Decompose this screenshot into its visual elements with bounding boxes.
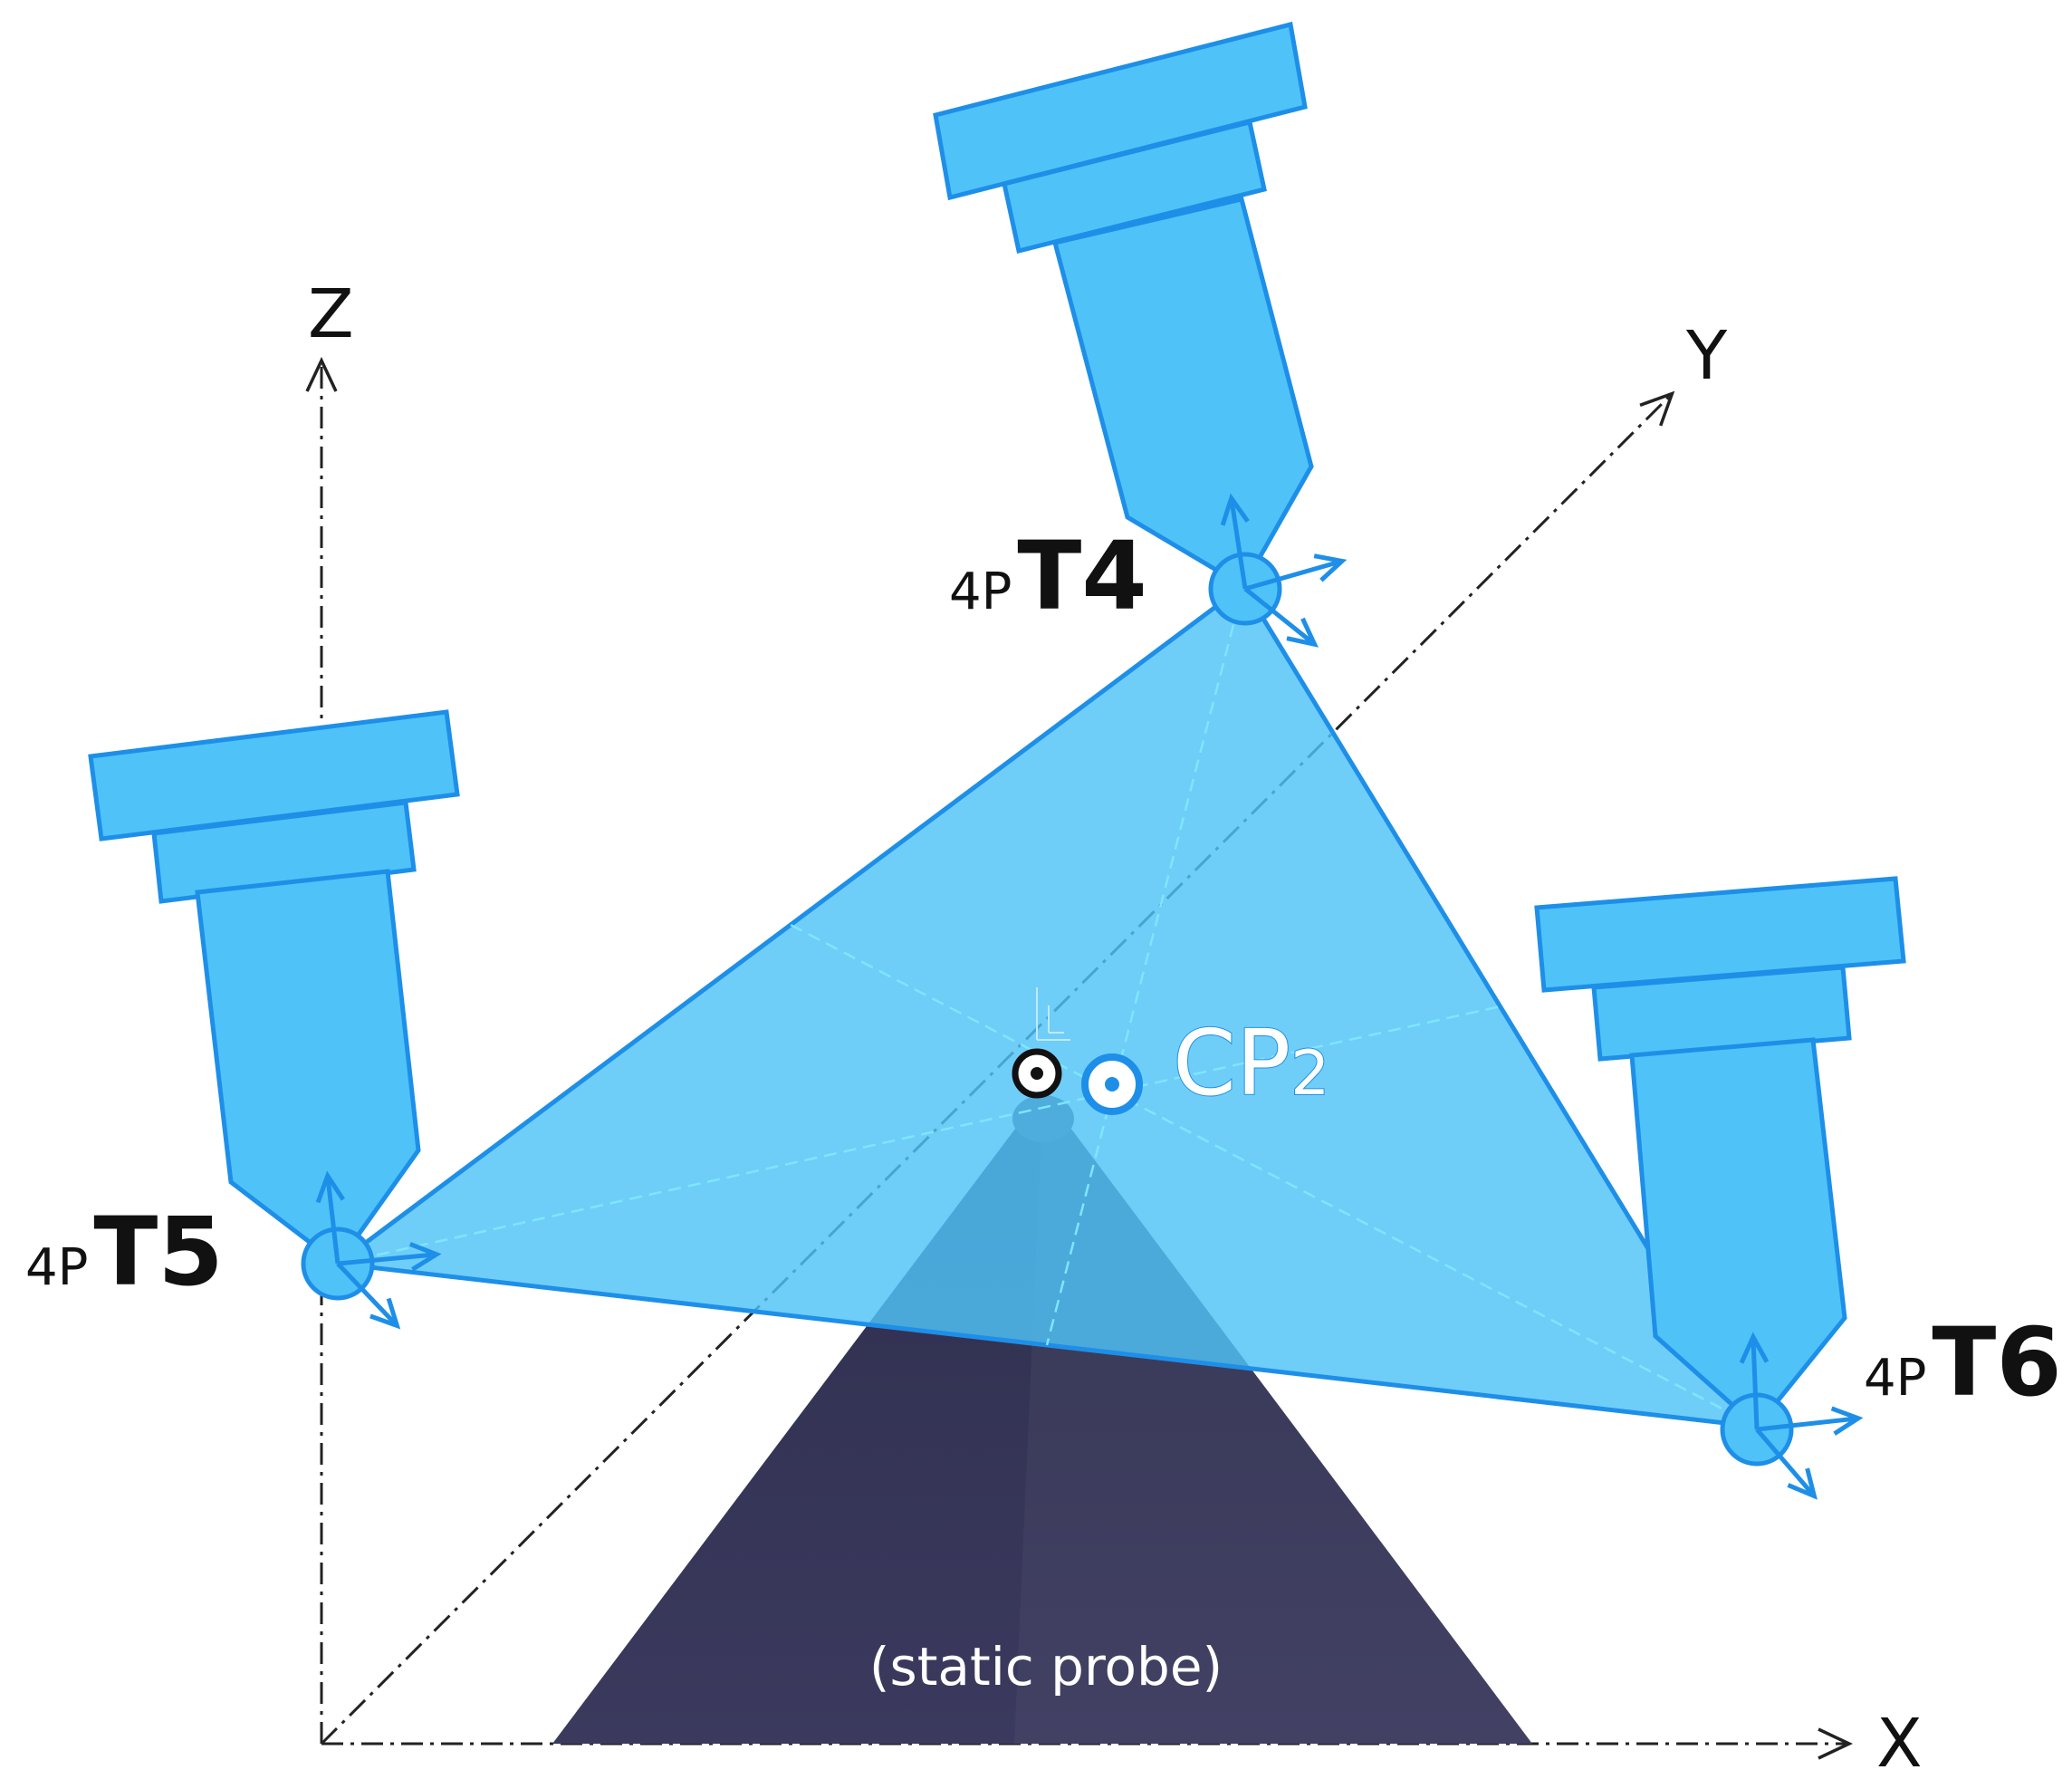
tool-t6-label: 4PT6 xyxy=(1864,1307,2062,1418)
cp2-label: CP2 xyxy=(1173,1010,1329,1116)
contact-point: CP2 xyxy=(1012,987,1330,1117)
tool-t4: 4PT4 xyxy=(933,21,1348,648)
tool-t5-frame-z xyxy=(315,1170,345,1265)
tool-t4-name: T4 xyxy=(1017,521,1146,631)
y-axis-label: Y xyxy=(1685,317,1728,395)
tool-t6-prefix: 4P xyxy=(1864,1349,1926,1408)
median-t6 xyxy=(790,923,1758,1428)
tool-t6-flange xyxy=(1534,876,1906,993)
tool-t4-collar xyxy=(1002,119,1267,255)
cp2-marker xyxy=(1081,1053,1143,1115)
tool-t5-name: T5 xyxy=(93,1197,223,1307)
tool-t5-label: 4PT5 xyxy=(25,1197,224,1307)
tool-t4-prefix: 4P xyxy=(949,563,1012,621)
tool-t4-label: 4PT4 xyxy=(949,521,1147,631)
tool-t4-frame-y xyxy=(1243,587,1319,648)
median-t4 xyxy=(1045,585,1245,1346)
tool-t6-collar xyxy=(1591,965,1852,1062)
cp2-label-main: CP xyxy=(1173,1010,1290,1116)
z-axis-label: Z xyxy=(308,275,354,353)
tool-t4-frame-z xyxy=(1220,493,1250,590)
tool-t6-name: T6 xyxy=(1932,1307,2061,1418)
small-frame-glyph xyxy=(1036,987,1070,1041)
tool-t5-prefix: 4P xyxy=(25,1238,88,1297)
tool-t4-flange xyxy=(933,21,1308,201)
calibration-plane xyxy=(331,582,1761,1430)
tool-t6-frame-z xyxy=(1739,1332,1770,1430)
tool-t6-frame-y xyxy=(1755,1428,1818,1500)
tool-t5-body xyxy=(195,869,421,1267)
probe-label: (static probe) xyxy=(869,1636,1223,1698)
probe-body xyxy=(552,1092,1532,1744)
plane-triangle xyxy=(331,582,1761,1430)
tool-t6-body xyxy=(1629,1037,1847,1430)
tool-t5: 4PT5 xyxy=(25,709,460,1330)
cp2-label-sub: 2 xyxy=(1290,1038,1329,1110)
tool-t5-flange xyxy=(88,709,460,842)
tool-t5-frame-x xyxy=(337,1242,442,1272)
tool-t6-frame-x xyxy=(1756,1406,1864,1436)
tool-t4-body xyxy=(1051,197,1314,590)
tool-t4-frame-x xyxy=(1244,553,1348,592)
x-axis-label: X xyxy=(1876,1705,1923,1783)
tool-t5-frame-y xyxy=(336,1262,401,1330)
probe-contact-marker xyxy=(1012,1048,1062,1099)
tool-t6: 4PT6 xyxy=(1534,876,2062,1500)
